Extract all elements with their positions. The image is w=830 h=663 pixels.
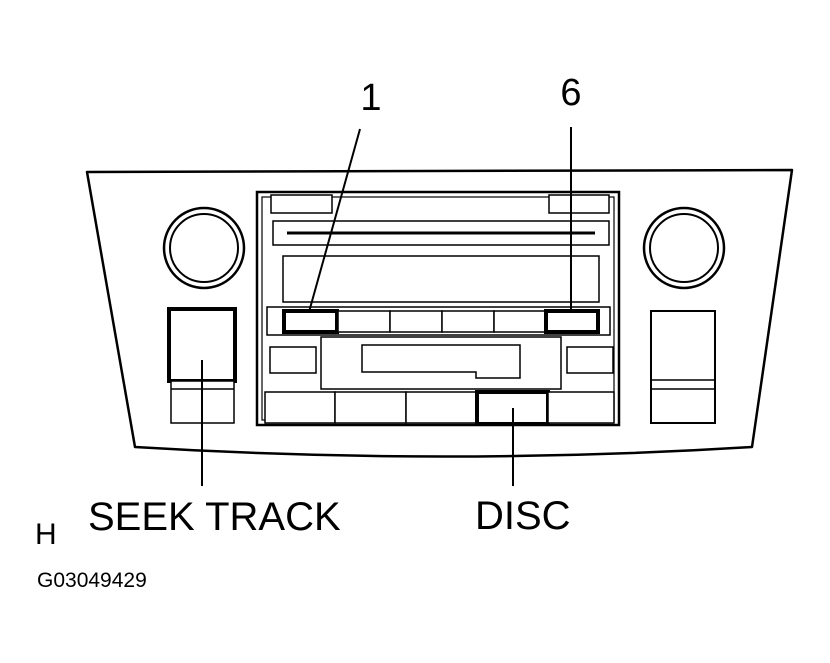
top-left-button[interactable] [270, 194, 333, 214]
preset-button-6[interactable] [544, 309, 600, 334]
tape-window [361, 344, 521, 379]
bottom-button-2[interactable] [334, 391, 407, 424]
bottom-button-5[interactable] [547, 391, 615, 424]
preset-button-1[interactable] [282, 309, 339, 334]
right-knob [642, 206, 726, 290]
head-unit [255, 190, 621, 427]
preset-button-2[interactable] [337, 310, 391, 333]
callout-6: 6 [560, 72, 581, 114]
figure-code: G03049429 [37, 569, 147, 592]
leader-line-1 [308, 128, 361, 313]
callout-1: 1 [360, 77, 381, 119]
display-panel [282, 255, 600, 303]
preset-button-3[interactable] [389, 310, 443, 333]
corner-letter: H [35, 518, 57, 551]
right-side-buttons [650, 310, 716, 424]
disc-label: DISC [475, 494, 571, 538]
seek-track-label: SEEK TRACK [88, 495, 341, 539]
bottom-button-1[interactable] [264, 391, 336, 424]
left-mid-button[interactable] [269, 346, 317, 374]
preset-button-5[interactable] [493, 310, 547, 333]
preset-button-4[interactable] [441, 310, 495, 333]
right-mid-button[interactable] [566, 346, 614, 374]
top-right-button[interactable] [548, 194, 610, 214]
bottom-button-3[interactable] [405, 391, 477, 424]
left-knob [162, 206, 246, 290]
